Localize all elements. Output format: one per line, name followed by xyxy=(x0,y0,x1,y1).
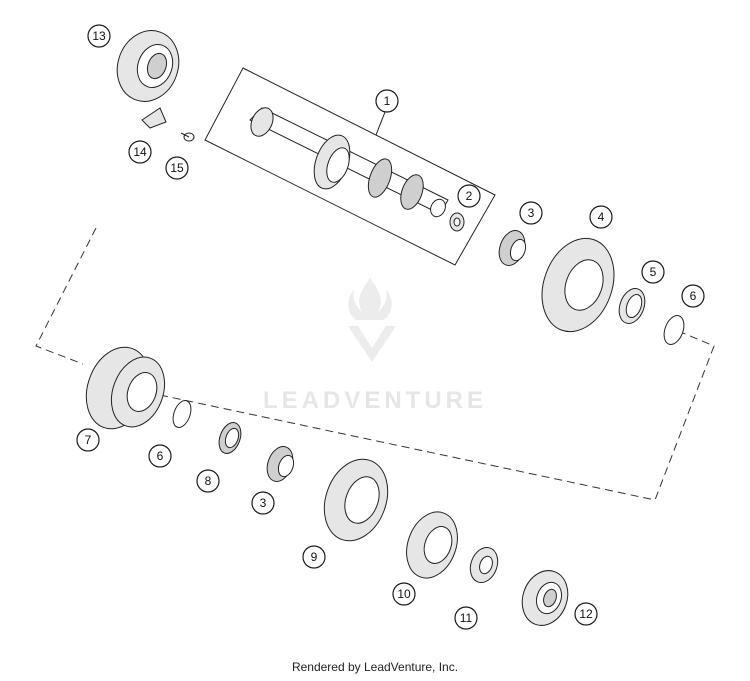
part-3-needle-bearing-upper xyxy=(498,230,527,266)
callout-11: 11 xyxy=(454,606,478,630)
part-15-screw xyxy=(180,132,195,142)
assembly-dash-line xyxy=(35,227,715,501)
watermark-v-icon xyxy=(348,326,396,362)
svg-text:11: 11 xyxy=(460,611,473,625)
callout-2: 2 xyxy=(457,184,481,208)
callout-15: 15 xyxy=(165,156,189,180)
part-4-gear xyxy=(541,237,615,333)
part-6-circlip-lower xyxy=(172,400,192,428)
svg-text:13: 13 xyxy=(92,29,106,43)
callout-4: 4 xyxy=(589,205,613,229)
svg-text:2: 2 xyxy=(466,189,473,203)
part-2-bushing xyxy=(449,212,465,232)
callout-7: 7 xyxy=(76,428,100,452)
svg-text:6: 6 xyxy=(690,289,697,303)
part-11-washer xyxy=(469,547,499,583)
callout-3: 3 xyxy=(519,201,543,225)
part-12-bearing xyxy=(521,570,569,626)
callout-14: 14 xyxy=(128,140,152,164)
shaft-gear xyxy=(313,134,351,190)
callout-3: 3 xyxy=(251,491,275,515)
svg-text:5: 5 xyxy=(650,265,657,279)
part-9-gear xyxy=(323,458,389,542)
svg-text:3: 3 xyxy=(528,206,535,220)
footer-credit: Rendered by LeadVenture, Inc. xyxy=(291,660,459,674)
leader-1 xyxy=(375,111,386,136)
part-7-double-gear xyxy=(85,346,166,430)
svg-text:12: 12 xyxy=(579,607,593,621)
svg-text:1: 1 xyxy=(384,94,391,108)
svg-text:10: 10 xyxy=(397,587,411,601)
shaft-tip xyxy=(430,198,446,218)
callout-10: 10 xyxy=(392,582,416,606)
svg-text:15: 15 xyxy=(170,161,184,175)
watermark-flame-icon xyxy=(348,278,392,320)
part-8-bushing xyxy=(218,422,242,454)
main-shaft-frame xyxy=(204,67,496,266)
callout-1: 1 xyxy=(375,89,399,113)
callout-13: 13 xyxy=(87,24,111,48)
svg-text:14: 14 xyxy=(133,145,147,159)
part-5-washer xyxy=(618,288,646,324)
main-shaft xyxy=(249,107,449,218)
part-14-lock-plate xyxy=(141,107,167,129)
callout-5: 5 xyxy=(641,260,665,284)
part-10-gear xyxy=(406,511,458,579)
part-3-needle-bearing-lower xyxy=(266,446,295,482)
part-13-bearing xyxy=(116,30,180,102)
svg-text:3: 3 xyxy=(260,496,267,510)
svg-text:9: 9 xyxy=(311,550,318,564)
callout-8: 8 xyxy=(196,469,220,493)
shaft-spline-end xyxy=(250,107,274,137)
svg-text:8: 8 xyxy=(205,474,212,488)
svg-text:4: 4 xyxy=(598,210,605,224)
callout-6: 6 xyxy=(148,444,172,468)
callout-12: 12 xyxy=(574,602,598,626)
watermark: LEADVENTURE xyxy=(263,278,487,414)
part-6-circlip-upper xyxy=(663,315,685,345)
watermark-text: LEADVENTURE xyxy=(263,387,487,414)
shaft-splines xyxy=(367,158,424,210)
callout-9: 9 xyxy=(302,545,326,569)
svg-text:7: 7 xyxy=(85,433,92,447)
svg-text:6: 6 xyxy=(157,449,164,463)
callout-6: 6 xyxy=(681,284,705,308)
